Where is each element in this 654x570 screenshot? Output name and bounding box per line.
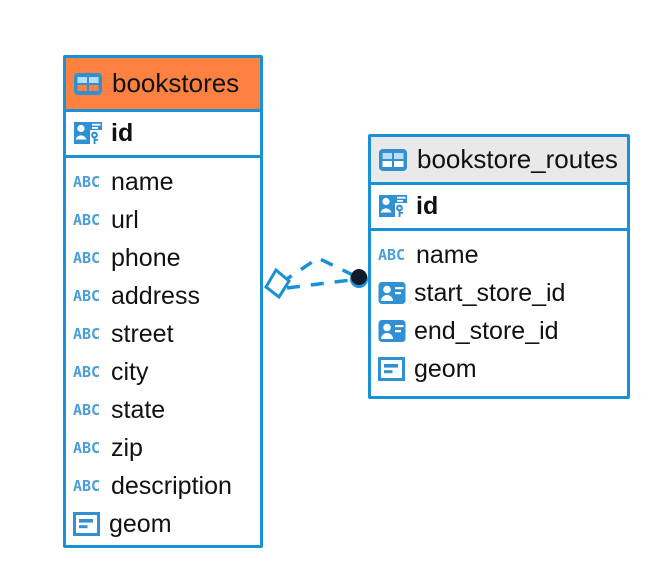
field-row-zip[interactable]: ABC zip <box>73 429 252 467</box>
foreign-key-icon <box>378 320 406 342</box>
field-row-name[interactable]: ABC name <box>378 236 619 274</box>
primary-key-icon <box>379 195 407 217</box>
field-row-end-store-id[interactable]: end_store_id <box>378 312 619 350</box>
field-name: state <box>111 395 166 424</box>
field-name: address <box>111 281 200 310</box>
field-row-id[interactable]: id <box>371 185 627 231</box>
field-row-geom[interactable]: geom <box>378 350 619 388</box>
field-row-name[interactable]: ABC name <box>73 163 252 201</box>
table-header-bookstores[interactable]: bookstores <box>66 58 260 112</box>
abc-text-icon: ABC <box>73 362 101 381</box>
abc-text-icon: ABC <box>73 286 101 305</box>
relationship-line-arched <box>280 255 356 285</box>
field-row-state[interactable]: ABC state <box>73 391 252 429</box>
relationship-endpoint-ring <box>350 270 368 288</box>
field-name: start_store_id <box>414 278 566 307</box>
table-header-bookstore-routes[interactable]: bookstore_routes <box>371 137 627 185</box>
field-row-address[interactable]: ABC address <box>73 277 252 315</box>
foreign-key-icon <box>378 282 406 304</box>
field-name: description <box>111 471 232 500</box>
field-row-url[interactable]: ABC url <box>73 201 252 239</box>
field-name: url <box>111 205 139 234</box>
field-name: end_store_id <box>414 316 559 345</box>
field-name: street <box>111 319 174 348</box>
table-bookstores[interactable]: bookstores id ABC name <box>63 55 263 548</box>
relationship-diamond-marker <box>264 267 291 300</box>
field-name: geom <box>414 354 477 383</box>
field-row-description[interactable]: ABC description <box>73 467 252 505</box>
field-name: zip <box>111 433 143 462</box>
field-name: name <box>416 240 479 269</box>
field-name: id <box>416 191 439 220</box>
abc-text-icon: ABC <box>73 210 101 229</box>
abc-text-icon: ABC <box>73 438 101 457</box>
geometry-icon <box>378 357 405 381</box>
field-row-start-store-id[interactable]: start_store_id <box>378 274 619 312</box>
table-title: bookstore_routes <box>417 143 618 174</box>
table-icon <box>379 148 407 171</box>
field-row-street[interactable]: ABC street <box>73 315 252 353</box>
abc-text-icon: ABC <box>378 245 406 264</box>
abc-text-icon: ABC <box>73 324 101 343</box>
abc-text-icon: ABC <box>73 172 101 191</box>
field-row-id[interactable]: id <box>66 112 260 158</box>
field-name: id <box>111 118 134 147</box>
field-list-bookstores: ABC name ABC url ABC phone ABC address A… <box>66 158 260 550</box>
abc-text-icon: ABC <box>73 248 101 267</box>
table-icon <box>74 72 102 95</box>
field-row-city[interactable]: ABC city <box>73 353 252 391</box>
geometry-icon <box>73 512 100 536</box>
abc-text-icon: ABC <box>73 400 101 419</box>
relationship-endpoint-dot <box>351 269 367 285</box>
field-row-phone[interactable]: ABC phone <box>73 239 252 277</box>
field-row-geom[interactable]: geom <box>73 505 252 543</box>
table-bookstore-routes[interactable]: bookstore_routes id ABC name <box>368 134 630 399</box>
field-name: name <box>111 167 174 196</box>
abc-text-icon: ABC <box>73 476 101 495</box>
field-name: phone <box>111 243 181 272</box>
field-list-bookstore-routes: ABC name start_store_id <box>371 231 627 395</box>
field-name: geom <box>109 509 172 538</box>
field-name: city <box>111 357 149 386</box>
relationship-line-straight <box>286 278 352 290</box>
primary-key-icon <box>74 122 102 144</box>
table-title: bookstores <box>112 67 240 98</box>
